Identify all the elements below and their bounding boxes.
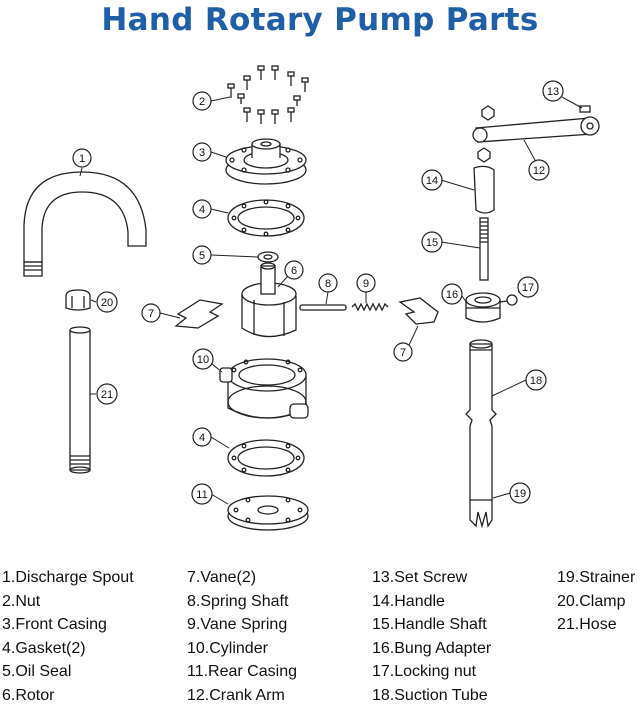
discharge-spout-part bbox=[24, 172, 146, 276]
callout-4-upper: 4 bbox=[193, 200, 211, 218]
callout-20: 20 bbox=[97, 292, 117, 312]
suction-tube-part bbox=[466, 340, 496, 500]
spring-shaft-part bbox=[300, 305, 346, 310]
callout-4-lower: 4 bbox=[193, 428, 211, 446]
svg-text:10: 10 bbox=[197, 354, 209, 366]
legend-column-2: 7.Vane(2) 8.Spring Shaft 9.Vane Spring 1… bbox=[187, 566, 297, 707]
callout-13: 13 bbox=[543, 81, 563, 101]
legend-item: 2.Nut bbox=[2, 590, 134, 614]
svg-text:14: 14 bbox=[426, 175, 438, 187]
clamp-part bbox=[66, 290, 90, 310]
svg-text:18: 18 bbox=[530, 375, 542, 387]
svg-text:7: 7 bbox=[148, 308, 154, 320]
callout-18: 18 bbox=[526, 370, 546, 390]
front-casing-part bbox=[226, 139, 306, 184]
svg-text:16: 16 bbox=[446, 289, 458, 301]
legend-item: 20.Clamp bbox=[557, 590, 635, 614]
bung-adapter-part bbox=[466, 293, 500, 322]
legend-item: 12.Crank Arm bbox=[187, 684, 297, 707]
callout-5: 5 bbox=[193, 246, 211, 264]
legend-column-4: 19.Strainer 20.Clamp 21.Hose bbox=[557, 566, 635, 637]
callout-15: 15 bbox=[422, 232, 442, 252]
rear-casing-part bbox=[228, 496, 308, 530]
callout-3: 3 bbox=[193, 143, 211, 161]
svg-text:11: 11 bbox=[196, 489, 207, 501]
legend-item: 8.Spring Shaft bbox=[187, 590, 297, 614]
handle-part bbox=[474, 148, 494, 213]
svg-text:8: 8 bbox=[325, 278, 331, 290]
callout-12: 12 bbox=[529, 160, 549, 180]
locking-nut-part bbox=[500, 295, 517, 305]
svg-text:17: 17 bbox=[522, 282, 534, 294]
callout-9: 9 bbox=[357, 274, 375, 292]
legend-item: 21.Hose bbox=[557, 613, 635, 637]
callout-19: 19 bbox=[510, 483, 530, 503]
svg-text:15: 15 bbox=[426, 237, 438, 249]
callout-21: 21 bbox=[97, 384, 117, 404]
legend-column-3: 13.Set Screw 14.Handle 15.Handle Shaft 1… bbox=[372, 566, 491, 707]
callout-8: 8 bbox=[319, 274, 337, 292]
callout-2: 2 bbox=[193, 92, 211, 110]
legend-item: 3.Front Casing bbox=[2, 613, 134, 637]
svg-text:2: 2 bbox=[199, 96, 205, 108]
vane-right-part bbox=[400, 298, 438, 324]
svg-text:5: 5 bbox=[199, 250, 205, 262]
legend-item: 10.Cylinder bbox=[187, 637, 297, 661]
callout-1: 1 bbox=[73, 149, 91, 167]
callout-16: 16 bbox=[442, 284, 462, 304]
oil-seal-part bbox=[258, 252, 278, 262]
svg-text:9: 9 bbox=[363, 278, 369, 290]
hose-part bbox=[70, 327, 90, 473]
callout-7-right: 7 bbox=[394, 343, 412, 361]
svg-text:7: 7 bbox=[400, 347, 406, 359]
legend-item: 13.Set Screw bbox=[372, 566, 491, 590]
vane-spring-part bbox=[352, 304, 388, 310]
legend-item: 18.Suction Tube bbox=[372, 684, 491, 707]
callout-14: 14 bbox=[422, 170, 442, 190]
cylinder-part bbox=[220, 359, 308, 418]
legend-item: 16.Bung Adapter bbox=[372, 637, 491, 661]
svg-text:4: 4 bbox=[199, 204, 205, 216]
legend-item: 15.Handle Shaft bbox=[372, 613, 491, 637]
svg-text:21: 21 bbox=[101, 389, 113, 401]
gasket-lower-part bbox=[228, 440, 304, 476]
callout-10: 10 bbox=[193, 349, 213, 369]
strainer-part bbox=[470, 500, 492, 526]
vane-left-part bbox=[176, 300, 222, 328]
legend-item: 6.Rotor bbox=[2, 684, 134, 707]
legend-item: 11.Rear Casing bbox=[187, 660, 297, 684]
svg-text:19: 19 bbox=[514, 488, 526, 500]
nuts-part bbox=[228, 66, 308, 124]
handle-shaft-part bbox=[480, 218, 488, 280]
svg-text:6: 6 bbox=[291, 265, 297, 277]
gasket-upper-part bbox=[228, 200, 304, 236]
callout-11: 11 bbox=[192, 484, 212, 504]
svg-text:1: 1 bbox=[79, 153, 85, 165]
svg-text:12: 12 bbox=[533, 165, 545, 177]
svg-text:4: 4 bbox=[199, 432, 205, 444]
callout-17: 17 bbox=[518, 277, 538, 297]
exploded-parts-diagram: 1 2 3 4 5 6 7 7 8 9 10 4 11 12 13 14 15 … bbox=[0, 0, 640, 560]
set-screw-part bbox=[580, 106, 590, 112]
legend-item: 4.Gasket(2) bbox=[2, 637, 134, 661]
legend-item: 14.Handle bbox=[372, 590, 491, 614]
callout-6: 6 bbox=[285, 261, 303, 279]
svg-text:20: 20 bbox=[101, 297, 113, 309]
legend-item: 7.Vane(2) bbox=[187, 566, 297, 590]
legend-item: 5.Oil Seal bbox=[2, 660, 134, 684]
legend-item: 19.Strainer bbox=[557, 566, 635, 590]
legend-item: 9.Vane Spring bbox=[187, 613, 297, 637]
legend-item: 1.Discharge Spout bbox=[2, 566, 134, 590]
legend-item: 17.Locking nut bbox=[372, 660, 491, 684]
legend-column-1: 1.Discharge Spout 2.Nut 3.Front Casing 4… bbox=[2, 566, 134, 707]
svg-text:13: 13 bbox=[547, 86, 559, 98]
callout-7-left: 7 bbox=[142, 304, 160, 322]
svg-text:3: 3 bbox=[199, 147, 205, 159]
